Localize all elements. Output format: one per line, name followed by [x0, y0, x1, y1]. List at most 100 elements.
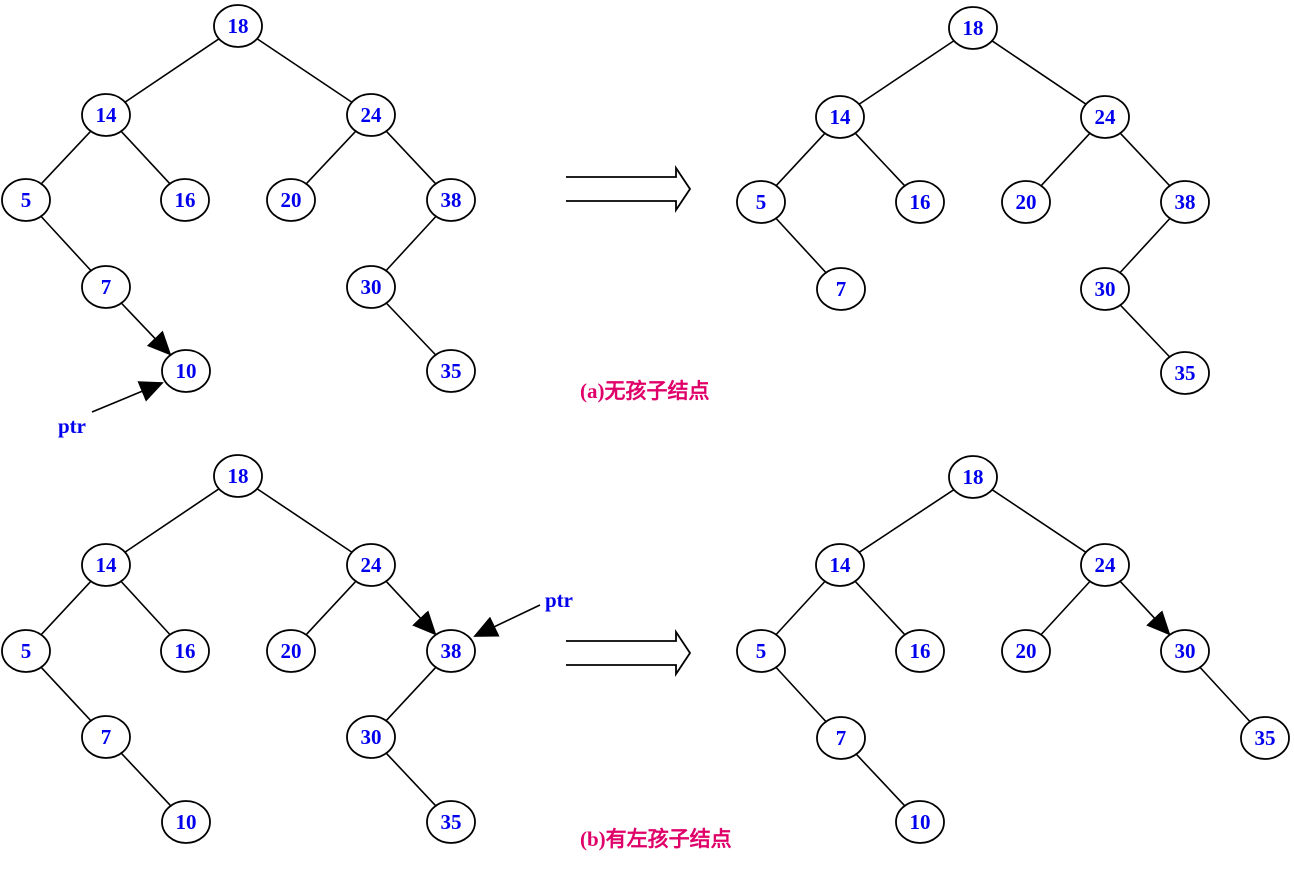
tree-node-b-before-24: 24 [346, 543, 396, 587]
node-circle [815, 543, 865, 587]
tree-edge-a-before-n24-n20 [305, 130, 357, 185]
tree-node-a-before-24: 24 [346, 93, 396, 137]
tree-node-b-before-5: 5 [1, 629, 51, 673]
node-label: 7 [836, 726, 847, 750]
node-circle [1160, 629, 1210, 673]
tree-node-a-after-35: 35 [1160, 351, 1210, 395]
node-label: 30 [1095, 277, 1116, 301]
node-circle [1001, 180, 1051, 224]
tree-edge-b-before-n24-n20 [305, 580, 357, 636]
tree-edge-a-before-n14-n5 [40, 130, 92, 185]
node-circle [161, 800, 211, 844]
tree-node-a-before-35: 35 [426, 349, 476, 393]
node-label: 38 [441, 188, 462, 212]
tree-node-b-after-24: 24 [1080, 543, 1130, 587]
tree-edge-a-before-n24-n38 [385, 130, 437, 185]
tree-node-a-after-16: 16 [895, 180, 945, 224]
node-label: 7 [101, 725, 112, 749]
tree-edge-a-before-n30-n35 [385, 302, 437, 356]
node-label: 24 [1095, 105, 1117, 129]
node-label: 5 [756, 190, 767, 214]
tree-node-a-before-14: 14 [81, 93, 131, 137]
tree-edge-a-before-n18-n14 [124, 38, 220, 103]
node-label: 5 [21, 639, 32, 663]
tree-node-b-after-14: 14 [815, 543, 865, 587]
node-label: 24 [1095, 553, 1117, 577]
arrow-edge-a-before-n7-n10 [120, 302, 172, 356]
tree-node-a-before-30: 30 [346, 265, 396, 309]
tree-node-a-after-20: 20 [1001, 180, 1051, 224]
node-label: 14 [96, 553, 118, 577]
tree-edge-b-after-n14-n16 [854, 580, 906, 636]
caption-a: (a)无孩子结点 [580, 379, 710, 403]
node-circle [736, 180, 786, 224]
edge-layer [40, 38, 1251, 807]
tree-edge-a-after-n14-n5 [775, 132, 826, 187]
tree-node-b-before-35: 35 [426, 800, 476, 844]
tree-edge-b-after-n14-n5 [775, 580, 826, 636]
node-circle [161, 349, 211, 393]
node-circle [346, 93, 396, 137]
node-label: 16 [175, 188, 196, 212]
node-label: 35 [1255, 726, 1276, 750]
node-circle [1, 629, 51, 673]
node-label: 7 [836, 277, 847, 301]
node-label: 20 [281, 639, 302, 663]
tree-edge-b-before-n38-n30 [385, 666, 437, 722]
tree-edge-a-before-n18-n24 [256, 38, 353, 103]
transform-arrow-b [566, 629, 692, 677]
node-label: 7 [101, 275, 112, 299]
tree-edge-b-after-n30-n35 [1199, 666, 1251, 723]
tree-node-a-before-16: 16 [160, 178, 210, 222]
node-circle [426, 349, 476, 393]
tree-node-a-after-18: 18 [948, 6, 998, 50]
node-label: 14 [830, 553, 852, 577]
node-circle [895, 629, 945, 673]
tree-edge-b-before-n18-n14 [124, 488, 220, 553]
node-circle [816, 716, 866, 760]
tree-edge-b-before-n14-n5 [40, 580, 92, 636]
node-circle [1160, 180, 1210, 224]
node-circle [1001, 629, 1051, 673]
tree-edge-a-after-n5-n7 [775, 217, 827, 274]
tree-edge-b-before-n30-n35 [385, 752, 437, 807]
tree-edge-b-before-n18-n24 [256, 488, 353, 553]
node-circle [213, 4, 263, 48]
node-label: 35 [441, 359, 462, 383]
ptr-label-b-before: ptr [545, 588, 573, 612]
tree-edge-a-before-n38-n30 [385, 215, 437, 272]
tree-node-b-after-35: 35 [1240, 716, 1290, 760]
tree-node-a-after-14: 14 [815, 95, 865, 139]
node-label: 18 [963, 16, 984, 40]
node-circle [1080, 267, 1130, 311]
node-circle [266, 178, 316, 222]
tree-node-a-after-7: 7 [816, 267, 866, 311]
node-label: 24 [361, 553, 383, 577]
tree-node-b-before-20: 20 [266, 629, 316, 673]
node-label: 35 [1175, 361, 1196, 385]
tree-edge-a-before-n14-n16 [120, 130, 171, 185]
tree-edge-b-before-n5-n7 [40, 666, 92, 722]
node-circle [346, 543, 396, 587]
node-circle [426, 800, 476, 844]
node-label: 14 [830, 105, 852, 129]
node-circle [948, 6, 998, 50]
tree-node-b-before-16: 16 [160, 629, 210, 673]
tree-node-a-before-38: 38 [426, 178, 476, 222]
node-label: 30 [1175, 639, 1196, 663]
tree-node-b-after-16: 16 [895, 629, 945, 673]
node-label: 16 [910, 190, 931, 214]
node-circle [736, 629, 786, 673]
node-label: 38 [441, 639, 462, 663]
tree-edge-a-after-n30-n35 [1119, 304, 1171, 358]
arrow-edge-b-after-n24-n30 [1119, 580, 1171, 636]
arrow-edge-b-before-n24-n38 [385, 580, 437, 636]
node-circle [81, 543, 131, 587]
tree-node-a-after-38: 38 [1160, 180, 1210, 224]
node-label: 30 [361, 275, 382, 299]
node-circle [1080, 543, 1130, 587]
node-circle [895, 800, 945, 844]
tree-node-a-before-5: 5 [1, 178, 51, 222]
tree-node-b-before-10: 10 [161, 800, 211, 844]
node-circle [1080, 95, 1130, 139]
